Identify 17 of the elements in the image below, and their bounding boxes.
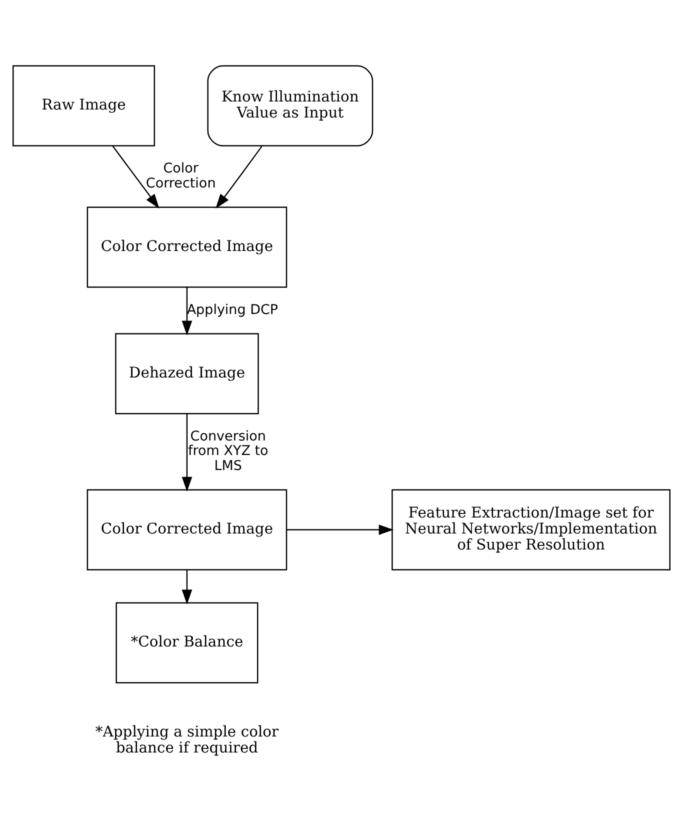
- node-box: Feature Extraction/Image set for Neural Networks/Implementation of Super Resolution: [392, 488, 670, 570]
- node-box: Color Corrected Image: [86, 206, 288, 288]
- node-box: Dehazed Image: [115, 332, 259, 414]
- arrow: [182, 570, 192, 604]
- edge-label: Conversion from XYZ to LMS: [188, 428, 268, 474]
- node-box: Raw Image: [12, 64, 156, 146]
- arrow: [182, 286, 192, 336]
- node-label: *Applying a simple color balance if required: [95, 722, 279, 756]
- arrow: [286, 524, 394, 534]
- edge-label: Applying DCP: [186, 301, 278, 318]
- node-box: *Color Balance: [116, 602, 258, 683]
- edge-label: Color Correction: [146, 160, 216, 191]
- arrow: [182, 413, 192, 492]
- node-box: Color Corrected Image: [86, 488, 288, 570]
- arrow: [112, 145, 160, 208]
- node-box: Know Illumination Value as Input: [207, 64, 374, 146]
- arrow: [216, 145, 262, 208]
